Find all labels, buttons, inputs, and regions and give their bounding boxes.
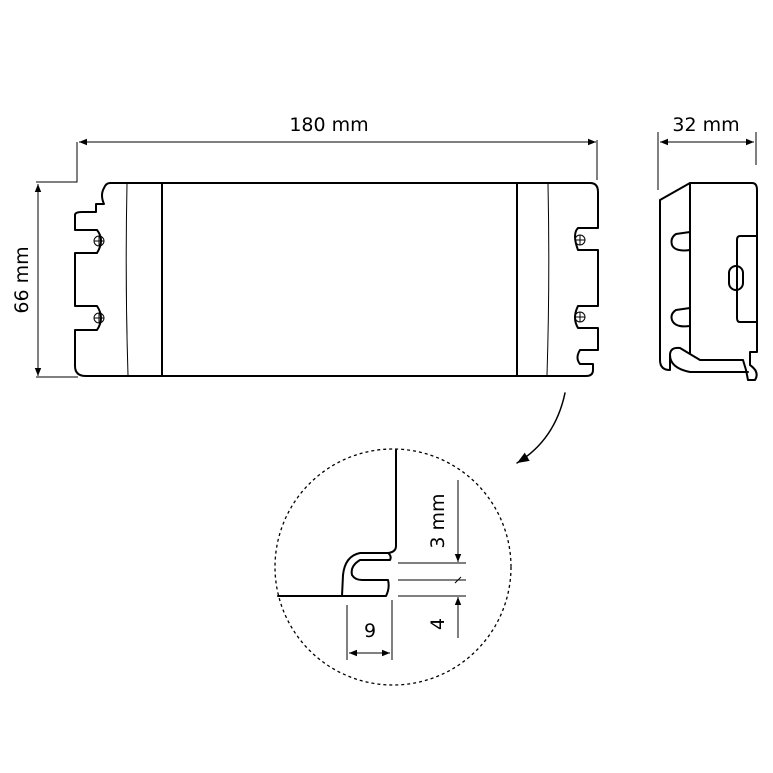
- side-recess: [736, 235, 758, 323]
- screw-icon: [574, 311, 586, 323]
- end-cap-line-left: [125, 183, 129, 376]
- detail-pointer-arrow: [516, 392, 566, 464]
- slot-profile: [277, 449, 397, 597]
- depth-label: 32 mm: [672, 114, 739, 136]
- slot-depth-label: 9: [364, 620, 376, 642]
- depth-dimension: 32 mm: [657, 114, 757, 190]
- front-view: [74, 182, 599, 377]
- height-label: 66 mm: [11, 246, 33, 313]
- slot-offset-label: 4: [427, 618, 449, 630]
- slot-gap-label: 3 mm: [427, 493, 449, 548]
- height-dimension: 66 mm: [11, 184, 78, 378]
- side-base: [669, 354, 749, 373]
- side-latch-bottom: [670, 307, 691, 328]
- screw-icon: [93, 312, 105, 324]
- detail-inset: 3 mm 4 9: [274, 448, 512, 686]
- screw-icon: [574, 234, 586, 246]
- length-label: 180 mm: [289, 114, 368, 136]
- side-latch-top: [670, 231, 691, 252]
- screw-icon: [93, 235, 105, 247]
- housing-outline: [74, 182, 599, 377]
- detail-circle: [274, 448, 512, 686]
- side-view: [659, 182, 758, 381]
- length-dimension: 180 mm: [36, 114, 598, 183]
- side-clip: [728, 265, 744, 291]
- slot-hook: [341, 552, 392, 597]
- end-cap-line-right: [546, 183, 550, 376]
- side-outline: [659, 182, 758, 381]
